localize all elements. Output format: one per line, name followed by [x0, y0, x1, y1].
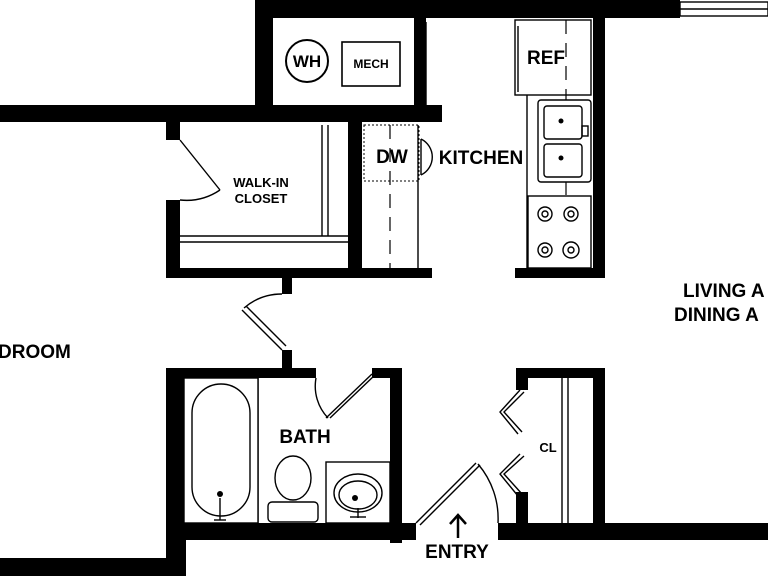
toilet [267, 455, 319, 523]
closet-label-line1: WALK-IN [233, 175, 289, 190]
mech-label: MECH [353, 57, 388, 71]
water-heater-label: WH [293, 52, 321, 71]
entry-label: ENTRY [425, 542, 489, 563]
bath-label: BATH [279, 427, 330, 448]
bedroom-door[interactable] [241, 293, 287, 351]
kitchen-label: KITCHEN [439, 148, 523, 169]
walk-in-closet: WALK-IN CLOSET [179, 125, 348, 243]
bathtub [183, 377, 259, 524]
mech-unit [341, 41, 401, 87]
living-label-line2: DINING A [674, 305, 759, 326]
closet-bifold-doors[interactable] [499, 389, 525, 497]
closet-door[interactable] [179, 139, 221, 191]
bath-door[interactable] [314, 373, 377, 419]
water-heater-icon [285, 39, 329, 83]
mech-room: WH MECH [285, 22, 427, 108]
window-top-right [679, 1, 768, 17]
bathroom: BATH [183, 373, 391, 524]
stove [527, 195, 592, 269]
living-label-line1: LIVING A [683, 281, 765, 302]
refrigerator [514, 19, 592, 96]
small-closet-label: CL [539, 440, 556, 455]
kitchen: DW KITCHEN REF [363, 19, 592, 269]
closet-label-line2: CLOSET [235, 191, 288, 206]
entry-door[interactable] [415, 462, 499, 526]
vanity-sink [325, 461, 391, 524]
dishwasher [363, 124, 420, 182]
sink [537, 99, 592, 183]
refrigerator-label: REF [527, 48, 565, 69]
entry-arrow-icon [449, 513, 467, 538]
small-closet: CL [499, 378, 569, 523]
dishwasher-label: DW [376, 147, 408, 168]
bedroom-label: DROOM [0, 342, 71, 363]
